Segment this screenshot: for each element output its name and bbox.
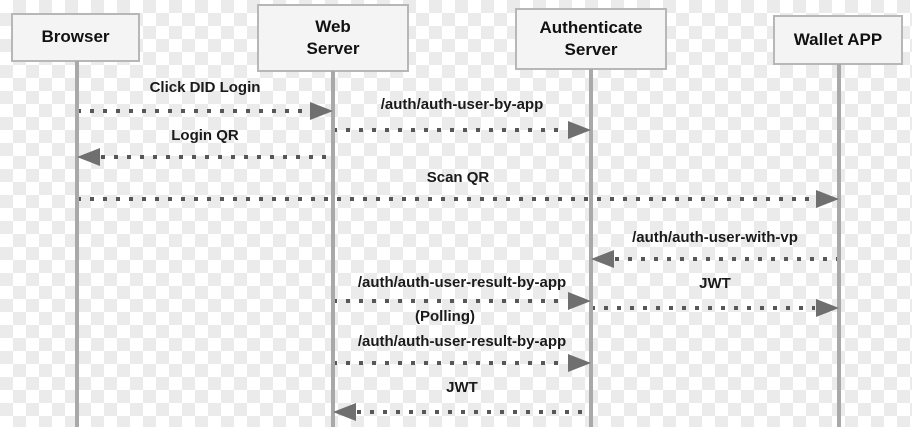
message-label: Login QR bbox=[171, 127, 239, 144]
lifeline-authenticate-server bbox=[589, 69, 593, 427]
actor-label-browser: Browser bbox=[41, 27, 110, 47]
actor-box-web-server: Web Server bbox=[257, 4, 409, 72]
message-line bbox=[591, 299, 839, 317]
arrowhead-right-icon bbox=[568, 121, 591, 139]
arrowhead-right-icon bbox=[568, 292, 591, 310]
message-label: JWT bbox=[446, 379, 478, 396]
lifeline-wallet-app bbox=[837, 64, 841, 427]
message-label: JWT bbox=[699, 275, 731, 292]
message-label: Click DID Login bbox=[149, 79, 261, 96]
arrowhead-left-icon bbox=[77, 148, 100, 166]
message-label: /auth/auth-user-by-app bbox=[380, 96, 544, 113]
arrowhead-right-icon bbox=[816, 299, 839, 317]
message-line bbox=[333, 292, 591, 310]
message-label: /auth/auth-user-result-by-app bbox=[357, 274, 567, 291]
message-line bbox=[77, 102, 333, 120]
message-line bbox=[333, 121, 591, 139]
message-sublabel-polling: (Polling) bbox=[415, 308, 475, 325]
message-line bbox=[333, 403, 591, 421]
dotted-line bbox=[591, 306, 815, 310]
actor-box-authenticate-server: Authenticate Server bbox=[515, 8, 667, 70]
actor-label-authenticate-server: Authenticate Server bbox=[539, 17, 643, 59]
message-line bbox=[333, 354, 591, 372]
message-line bbox=[77, 190, 839, 208]
message-line bbox=[591, 250, 839, 268]
actor-box-browser: Browser bbox=[11, 13, 140, 62]
message-label: Scan QR bbox=[426, 169, 490, 186]
dotted-line bbox=[333, 299, 567, 303]
dotted-line bbox=[77, 109, 309, 113]
lifeline-browser bbox=[75, 61, 79, 427]
actor-box-wallet-app: Wallet APP bbox=[773, 15, 903, 65]
arrowhead-left-icon bbox=[591, 250, 614, 268]
dotted-line bbox=[77, 197, 815, 201]
dotted-line bbox=[615, 257, 839, 261]
dotted-line bbox=[333, 361, 567, 365]
arrowhead-right-icon bbox=[310, 102, 333, 120]
actor-label-wallet-app: Wallet APP bbox=[793, 29, 883, 49]
message-label: /auth/auth-user-result-by-app bbox=[357, 333, 567, 350]
dotted-line bbox=[101, 155, 333, 159]
lifeline-web-server bbox=[331, 71, 335, 427]
message-label: /auth/auth-user-with-vp bbox=[632, 229, 798, 246]
dotted-line bbox=[357, 410, 591, 414]
arrowhead-left-icon bbox=[333, 403, 356, 421]
actor-label-web-server: Web Server bbox=[306, 16, 360, 58]
arrowhead-right-icon bbox=[568, 354, 591, 372]
arrowhead-right-icon bbox=[816, 190, 839, 208]
dotted-line bbox=[333, 128, 567, 132]
message-line bbox=[77, 148, 333, 166]
